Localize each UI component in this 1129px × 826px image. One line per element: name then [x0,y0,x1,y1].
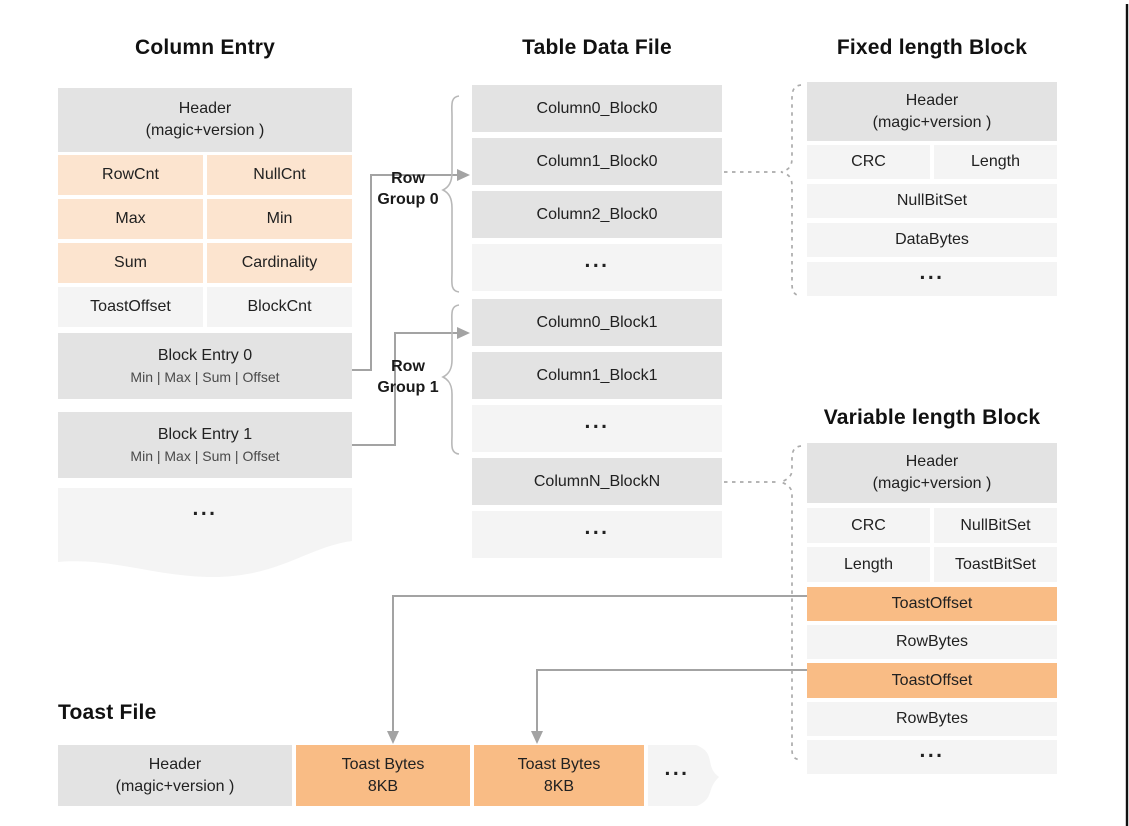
variable-block-rowbytes-2-cell: RowBytes [807,702,1057,736]
tdf-column2-block0-cell: Column2_Block0 [472,191,722,238]
toast-bytes-1-cell: Toast Bytes 8KB [296,745,470,806]
fixed-block-header-cell: Header (magic+version ) [807,82,1057,141]
block-entry-1-fields: Min | Max | Sum | Offset [130,448,280,465]
tdf-column1-block0-cell: Column1_Block0 [472,138,722,185]
block-entry-0-fields: Min | Max | Sum | Offset [130,369,280,386]
toast-file-title: Toast File [58,701,157,724]
variable-length-block-title: Variable length Block [823,406,1041,429]
toast-file-ellipsis: ... [648,745,706,806]
block-entry-1-name: Block Entry 1 [157,425,253,443]
fixed-length-block-title: Fixed length Block [836,36,1028,59]
column-entry-title: Column Entry [134,36,276,59]
column-entry-ellipsis: ... [58,495,352,535]
column-entry-cardinality-cell: Cardinality [207,243,352,283]
tdf-columnn-blockn-cell: ColumnN_BlockN [472,458,722,505]
tdf-ellipsis-3: ... [472,511,722,558]
fixed-block-databytes-cell: DataBytes [807,223,1057,257]
tdf-column1-block1-cell: Column1_Block1 [472,352,722,399]
tdf-ellipsis-2-text: ... [584,410,610,434]
column-entry-header-cell: Header (magic+version ) [58,88,352,152]
column-entry-max-cell: Max [58,199,203,239]
tdf-ellipsis-3-text: ... [584,516,610,540]
tdf-ellipsis-1-text: ... [584,249,610,273]
tdf-column0-block1-cell: Column0_Block1 [472,299,722,346]
variable-block-toastoffset-2-cell: ToastOffset [807,663,1057,698]
column-entry-blockcnt-cell: BlockCnt [207,287,352,327]
fixed-block-ellipsis-text: ... [919,260,945,284]
toast-file-ellipsis-text: ... [664,757,690,781]
toast-file-header-cell: Header (magic+version ) [58,745,292,806]
variable-block-header-cell: Header (magic+version ) [807,443,1057,503]
variable-block-ellipsis-text: ... [919,738,945,762]
fixed-block-length-cell: Length [934,145,1057,179]
tdf-ellipsis-1: ... [472,244,722,291]
column-entry-min-cell: Min [207,199,352,239]
column-entry-toastoffset-cell: ToastOffset [58,287,203,327]
fixed-block-nullbitset-cell: NullBitSet [807,184,1057,218]
variable-block-crc-cell: CRC [807,508,930,543]
block-entry-0-name: Block Entry 0 [157,346,253,364]
fixed-block-crc-cell: CRC [807,145,930,179]
variable-block-nullbitset-cell: NullBitSet [934,508,1057,543]
variable-block-length-cell: Length [807,547,930,582]
column-entry-ellipsis-wave-shape [58,488,352,578]
column-entry-ellipsis-text: ... [192,496,218,520]
toast-bytes-2-cell: Toast Bytes 8KB [474,745,644,806]
fixed-block-ellipsis: ... [807,260,1057,296]
column-entry-nullcnt-cell: NullCnt [207,155,352,195]
block-entry-1-cell: Block Entry 1 Min | Max | Sum | Offset [58,412,352,478]
variable-block-toastoffset-1-cell: ToastOffset [807,587,1057,621]
variable-block-ellipsis: ... [807,738,1057,774]
column-entry-sum-cell: Sum [58,243,203,283]
tdf-ellipsis-2: ... [472,405,722,452]
block-entry-0-cell: Block Entry 0 Min | Max | Sum | Offset [58,333,352,399]
tdf-column0-block0-cell: Column0_Block0 [472,85,722,132]
column-entry-rowcnt-cell: RowCnt [58,155,203,195]
toast-file-ellipsis-wave-shape [648,745,719,806]
variable-block-rowbytes-1-cell: RowBytes [807,625,1057,659]
table-data-file-title: Table Data File [522,36,672,59]
variable-block-toastbitset-cell: ToastBitSet [934,547,1057,582]
